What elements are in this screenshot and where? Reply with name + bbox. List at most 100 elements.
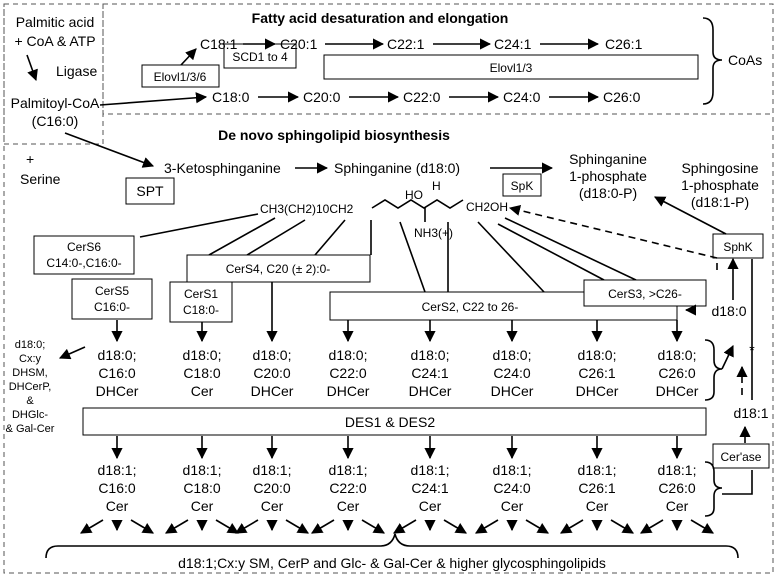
arrow-cer-right-2 — [285, 519, 309, 534]
elovl13-label: Elovl1/3 — [490, 61, 533, 75]
frame-divider — [4, 114, 104, 145]
dhcer-7-line-2: DHCer — [656, 383, 699, 399]
cer-7-line-1: C26:0 — [658, 480, 696, 496]
cer-6-line-2: Cer — [586, 498, 609, 514]
dhcer-1-line-2: Cer — [191, 383, 214, 399]
cer-3-line-0: d18:1; — [329, 462, 368, 478]
cer-1-line-1: C18:0 — [183, 480, 221, 496]
dhcer-6-line-0: d18:0; — [578, 347, 617, 363]
spk-label: SpK — [511, 179, 534, 193]
fa-title: Fatty acid desaturation and elongation — [252, 10, 509, 26]
side-line-2: DHSM, — [12, 367, 47, 379]
cers3-label: CerS3, >C26- — [608, 287, 682, 301]
dhcer-4-line-0: d18:0; — [411, 347, 450, 363]
link-cers4a — [208, 217, 276, 256]
cers4-label: CerS4, C20 (± 2):0- — [226, 262, 331, 276]
dhcer-brace — [704, 339, 723, 401]
cers2-label: CerS2, C22 to 26- — [422, 300, 519, 314]
dhcer-6-line-2: DHCer — [576, 383, 619, 399]
dhcer-7-line-1: C26:0 — [658, 365, 696, 381]
cer-3-line-2: Cer — [337, 498, 360, 514]
scd-label: SCD1 to 4 — [232, 50, 288, 64]
arrow-cer-right-7 — [690, 519, 714, 534]
dhcer-2-line-0: d18:0; — [253, 347, 292, 363]
arrow-cer-left-0 — [80, 519, 104, 534]
cers1-line2: C18:0- — [183, 303, 219, 317]
sphk-box — [712, 233, 764, 259]
dhcer-5-line-1: C24:0 — [493, 365, 531, 381]
cerase-label: Cer'ase — [721, 450, 762, 464]
cers6-line1: CerS6 — [67, 240, 101, 254]
arrow-cer-left-5 — [475, 519, 499, 534]
cers3-box — [583, 279, 707, 307]
bottom-label: d18:1;Cx:y SM, CerP and Glc- & Gal-Cer &… — [178, 555, 606, 571]
fa-c22-0: C22:0 — [403, 89, 441, 105]
cer-6-line-1: C26:1 — [578, 480, 616, 496]
link-cers4c — [314, 219, 346, 256]
cerase-link — [722, 470, 753, 495]
sphinganine-label: Sphinganine (d18:0) — [334, 160, 460, 176]
fa-c18-0: C18:0 — [212, 89, 250, 105]
dhcer-0-line-2: DHCer — [96, 383, 139, 399]
side-line-0: d18:0; — [15, 339, 46, 351]
cer-4-line-0: d18:1; — [411, 462, 450, 478]
ligase-arrow — [26, 54, 38, 82]
arrow-cer-right-0 — [130, 519, 154, 534]
plus-label: + — [26, 151, 34, 167]
arrow-cer-left-1 — [165, 519, 189, 534]
cer-4-line-2: Cer — [419, 498, 442, 514]
fa-c26-0: C26:0 — [603, 89, 641, 105]
palmitoyl-coa-label: Palmitoyl-CoA — [11, 95, 100, 111]
s1p-line3: (d18:0-P) — [579, 185, 637, 201]
sgp-line1: Sphingosine — [681, 160, 758, 176]
des-label: DES1 & DES2 — [345, 414, 435, 430]
arrow-palmitoyl-spt — [64, 132, 155, 168]
cer-5-line-2: Cer — [501, 498, 524, 514]
dhcer-7-line-0: d18:0; — [658, 347, 697, 363]
arrow-d180-s1p — [508, 204, 718, 270]
arrow-cer-right-6 — [610, 519, 634, 534]
side-line-5: DHGlc- — [12, 409, 48, 421]
cer-0-line-0: d18:1; — [98, 462, 137, 478]
d180-label: d18:0 — [711, 303, 746, 319]
dhcer-1-line-0: d18:0; — [183, 347, 222, 363]
arrow-brace-d180 — [721, 344, 734, 370]
arrow-cer-right-3 — [361, 519, 385, 534]
d181-label: d18:1 — [733, 405, 768, 421]
structure-chain: CH3(CH2)10CH2 — [260, 202, 354, 216]
side-line-6: & Gal-Cer — [6, 423, 55, 435]
s1p-line2: 1-phosphate — [569, 168, 647, 184]
arrow-sphk-sgp — [654, 196, 727, 235]
palmitoyl-c16-label: (C16:0) — [32, 113, 79, 129]
dhcer-3-line-2: DHCer — [327, 383, 370, 399]
link-cers3b — [504, 217, 637, 281]
ketosphinganine-label: 3-Ketosphinganine — [164, 160, 281, 176]
link-cers4b — [246, 219, 306, 256]
cers6-line2: C14:0-,C16:0- — [46, 256, 121, 270]
fa-c26-1: C26:1 — [605, 36, 643, 52]
link-cers2b — [399, 221, 426, 293]
side-line-3: DHCerP, — [9, 381, 52, 393]
arrow-cer-left-3 — [311, 519, 335, 534]
structure-h: H — [432, 179, 441, 193]
coas-brace — [702, 17, 723, 105]
cers5-box — [71, 278, 153, 320]
cer-7-line-2: Cer — [666, 498, 689, 514]
dhcer-3-line-1: C22:0 — [329, 365, 367, 381]
star-label: * — [749, 342, 755, 358]
cer-0-line-2: Cer — [106, 498, 129, 514]
coas-label: CoAs — [728, 52, 762, 68]
link-cers3a — [497, 223, 605, 281]
arrow-cer-right-1 — [215, 519, 239, 534]
spk-box — [502, 173, 542, 197]
arrow-cer-left-7 — [640, 519, 664, 534]
arrow-cer-left-6 — [560, 519, 584, 534]
cer-4-line-1: C24:1 — [411, 480, 449, 496]
spt-label: SPT — [136, 183, 164, 199]
sl-title: De novo sphingolipid biosynthesis — [218, 127, 450, 143]
cer-brace — [704, 461, 723, 517]
elongation-frame — [102, 3, 774, 115]
cerase-box — [712, 443, 770, 469]
